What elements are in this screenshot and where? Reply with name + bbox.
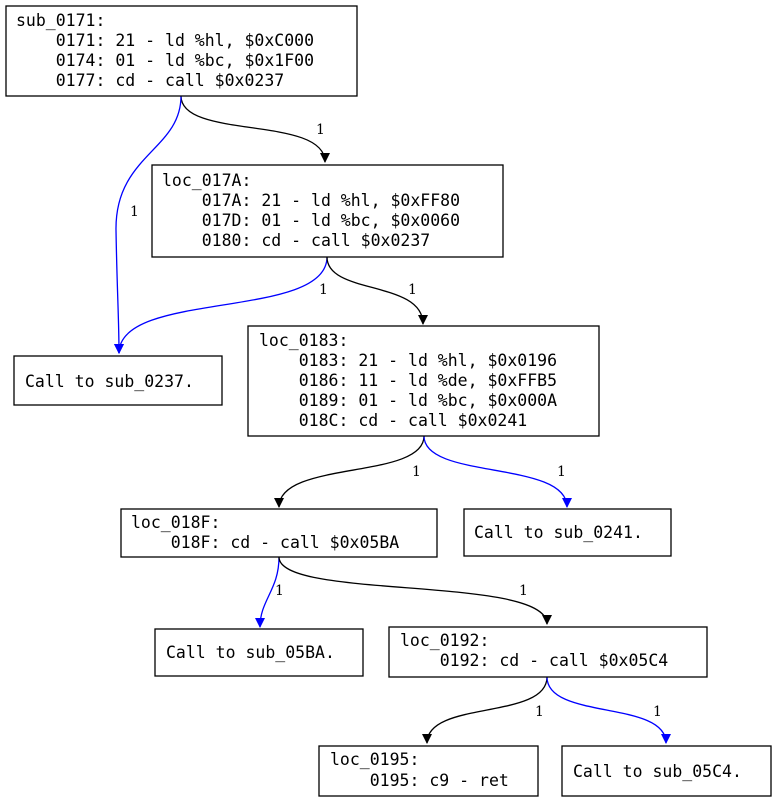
node-line: 0171: 21 - ld %hl, $0xC000 (16, 31, 314, 50)
node-line: sub_0171: (16, 11, 105, 30)
node-line: 0192: cd - call $0x05C4 (400, 651, 668, 670)
node-line: Call to sub_05BA. (166, 643, 335, 662)
edge-loc_017A-to-call_0237 (114, 256, 328, 354)
node-line: 017D: 01 - ld %bc, $0x0060 (162, 211, 460, 230)
edge-label-loc_018F-call_05BA: 1 (275, 583, 284, 599)
node-loc_018F: loc_018F: 018F: cd - call $0x05BA (120, 508, 438, 558)
node-line: loc_018F: (131, 513, 220, 532)
node-line: loc_017A: (162, 171, 251, 190)
node-loc_0195: loc_0195: 0195: c9 - ret (318, 745, 539, 797)
edge-label-loc_017A-loc_0183: 1 (408, 282, 417, 298)
edge-label-loc_0192-loc_0195: 1 (535, 704, 544, 720)
node-line: 018F: cd - call $0x05BA (131, 533, 399, 552)
edge-label-loc_0183-call_0241: 1 (557, 464, 566, 480)
node-loc_017A: loc_017A: 017A: 21 - ld %hl, $0xFF80 017… (151, 164, 504, 258)
node-sub_0171: sub_0171: 0171: 21 - ld %hl, $0xC000 017… (5, 5, 358, 97)
edge-loc_0183-to-call_0241 (423, 435, 572, 508)
edge-loc_017A-to-loc_0183 (326, 256, 428, 325)
node-line: loc_0195: (330, 750, 419, 769)
node-line: 0195: c9 - ret (330, 771, 509, 790)
edge-label-loc_018F-loc_0192: 1 (519, 583, 528, 599)
node-loc_0183: loc_0183: 0183: 21 - ld %hl, $0x0196 018… (247, 325, 600, 437)
node-line: 018C: cd - call $0x0241 (259, 411, 527, 430)
node-line: Call to sub_0237. (25, 372, 194, 391)
node-line: Call to sub_05C4. (573, 762, 742, 781)
edge-label-loc_0183-loc_018F: 1 (412, 464, 421, 480)
node-loc_0192: loc_0192: 0192: cd - call $0x05C4 (388, 626, 708, 678)
node-line: 0174: 01 - ld %bc, $0x1F00 (16, 51, 314, 70)
node-line: 0186: 11 - ld %de, $0xFFB5 (259, 371, 557, 390)
node-line: 0180: cd - call $0x0237 (162, 231, 430, 250)
edge-loc_0192-to-loc_0195 (422, 676, 548, 744)
node-call_0241: Call to sub_0241. (463, 508, 672, 557)
edge-label-sub_0171-call_0237: 1 (130, 204, 139, 220)
edge-label-sub_0171-loc_017A: 1 (316, 122, 325, 138)
node-line: Call to sub_0241. (474, 523, 643, 542)
edge-label-loc_017A-call_0237: 1 (319, 282, 328, 298)
edge-sub_0171-to-call_0237 (113, 95, 182, 354)
node-line: 017A: 21 - ld %hl, $0xFF80 (162, 191, 460, 210)
node-line: loc_0192: (400, 631, 489, 650)
edge-loc_018F-to-call_05BA (255, 556, 280, 628)
edges: 1 1 1 1 1 1 1 1 1 1 (113, 95, 671, 744)
node-call_05BA: Call to sub_05BA. (154, 628, 364, 677)
edge-loc_018F-to-loc_0192 (278, 556, 552, 625)
node-line: 0183: 21 - ld %hl, $0x0196 (259, 351, 557, 370)
node-call_0237: Call to sub_0237. (13, 355, 223, 406)
edge-sub_0171-to-loc_017A (180, 95, 330, 163)
node-line: loc_0183: (259, 331, 348, 350)
edge-loc_0192-to-call_05C4 (546, 676, 671, 744)
node-line: 0177: cd - call $0x0237 (16, 71, 284, 90)
node-line: 0189: 01 - ld %bc, $0x000A (259, 391, 557, 410)
edge-loc_0183-to-loc_018F (274, 435, 425, 508)
node-call_05C4: Call to sub_05C4. (561, 745, 772, 797)
edge-label-loc_0192-call_05C4: 1 (653, 704, 662, 720)
